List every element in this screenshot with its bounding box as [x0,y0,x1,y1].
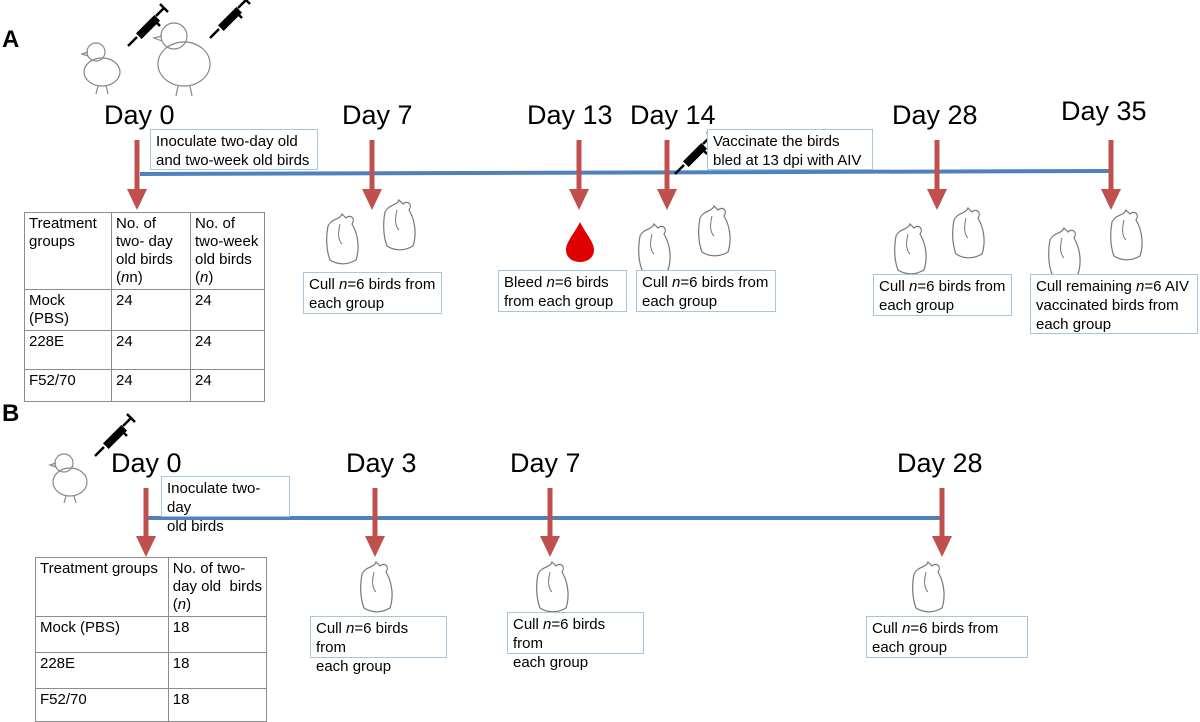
table-cell: 24 [111,289,191,331]
lung-icon [894,223,927,275]
table-cell: F52/70 [24,369,112,402]
day-label: Day 3 [346,448,417,478]
day-label: Day 0 [111,448,182,478]
table-cell: F52/70 [35,688,169,722]
table-row: 228E 24 24 [24,330,265,370]
panel-label-b: B [2,400,20,427]
timeline-a [139,169,1113,176]
day-label: Day 28 [892,100,978,130]
action-box-b-day7: Cull n=6 birds from each group [507,612,644,671]
arrow-b-day7 [540,488,560,557]
lung-icon [326,213,359,265]
table-cell: 18 [167,616,268,653]
lung-icon [952,207,985,259]
table-row: Mock(PBS) 24 24 [24,289,265,331]
arrows-b [136,488,952,557]
action-box-day35: Cull remaining n=6 AIV vaccinated birds … [1030,274,1198,334]
lung-icon [536,561,569,613]
table-row: F52/70 18 [35,688,268,722]
table-cell: 228E [35,652,169,689]
inoculate-note: Inoculate two-day old and two-week old b… [150,129,318,170]
day-label: Day 7 [510,448,581,478]
lung-icon [1048,227,1081,279]
action-box-day14: Cull n=6 birds from each group [636,270,776,312]
table-row: Mock (PBS) 18 [35,616,268,653]
arrow-b-day0 [136,488,156,557]
day-label: Day 0 [104,100,175,130]
table-cell: 228E [24,330,112,370]
lung-icon [698,205,731,257]
action-box-b-day3: Cull n=6 birds from each group [310,616,447,675]
lung-icon [360,561,393,613]
table-cell: Mock(PBS) [24,289,112,331]
table-cell: Treatment groups [35,557,169,617]
note-line: old birds [167,518,224,535]
lung-icon [912,561,945,613]
table-cell: 24 [190,369,265,402]
action-box-day28: Cull n=6 birds from each group [873,274,1012,316]
chick-icon [80,42,121,95]
day-label: Day 35 [1061,96,1147,126]
action-box-day13: Bleed n=6 birds from each group [498,270,627,312]
table-cell: No. of two-day old birds(n) [167,557,268,617]
arrow-a-day7 [362,140,382,210]
arrow-a-day14 [657,140,677,210]
chick-icon [48,453,88,504]
table-cell: 24 [111,369,191,402]
lung-icon [1110,209,1143,261]
arrows-a [127,140,1121,210]
inoculate-note-b: Inoculate two-day old birds [161,476,290,535]
arrow-a-day13 [569,140,589,210]
syringe-icon [208,0,252,40]
table-cell: 18 [167,652,268,689]
day-label: Day 7 [342,100,413,130]
lung-icon [383,199,416,251]
note-line: Vaccinate the birds [713,133,840,150]
table-cell: 24 [111,330,191,370]
arrow-b-day28 [932,488,952,557]
action-box-b-day28: Cull n=6 birds from each group [866,616,1028,658]
table-cell: 24 [190,289,265,331]
lung-icon [638,223,671,275]
blood-drop-icon [566,222,594,262]
note-line: Inoculate two-day [167,480,261,516]
arrow-a-day28 [927,140,947,210]
table-cell: 18 [167,688,268,722]
arrow-a-day35 [1101,140,1121,210]
table-cell: Mock (PBS) [35,616,169,653]
treatment-table-b: Treatment groups No. of two-day old bird… [35,557,268,722]
note-line: and two-week old birds [156,152,310,169]
day-label: Day 28 [897,448,983,478]
arrow-b-day3 [365,488,385,557]
vaccinate-note: Vaccinate the birds bled at 13 dpi with … [707,129,873,170]
arrow-a-day0 [127,140,147,210]
chick-icon [151,22,211,97]
day-label: Day 14 [630,100,716,130]
table-row: 228E 18 [35,652,268,689]
note-line: Inoculate two-day old [156,133,298,150]
table-row: F52/70 24 24 [24,369,265,402]
table-header-row: Treatment groups No. of two-day old bird… [35,557,268,617]
panel-label-a: A [2,26,20,53]
note-line: bled at 13 dpi with AIV [713,152,862,169]
day-label: Day 13 [527,100,613,130]
table-cell: 24 [190,330,265,370]
action-box-day7: Cull n=6 birds from each group [303,272,442,314]
